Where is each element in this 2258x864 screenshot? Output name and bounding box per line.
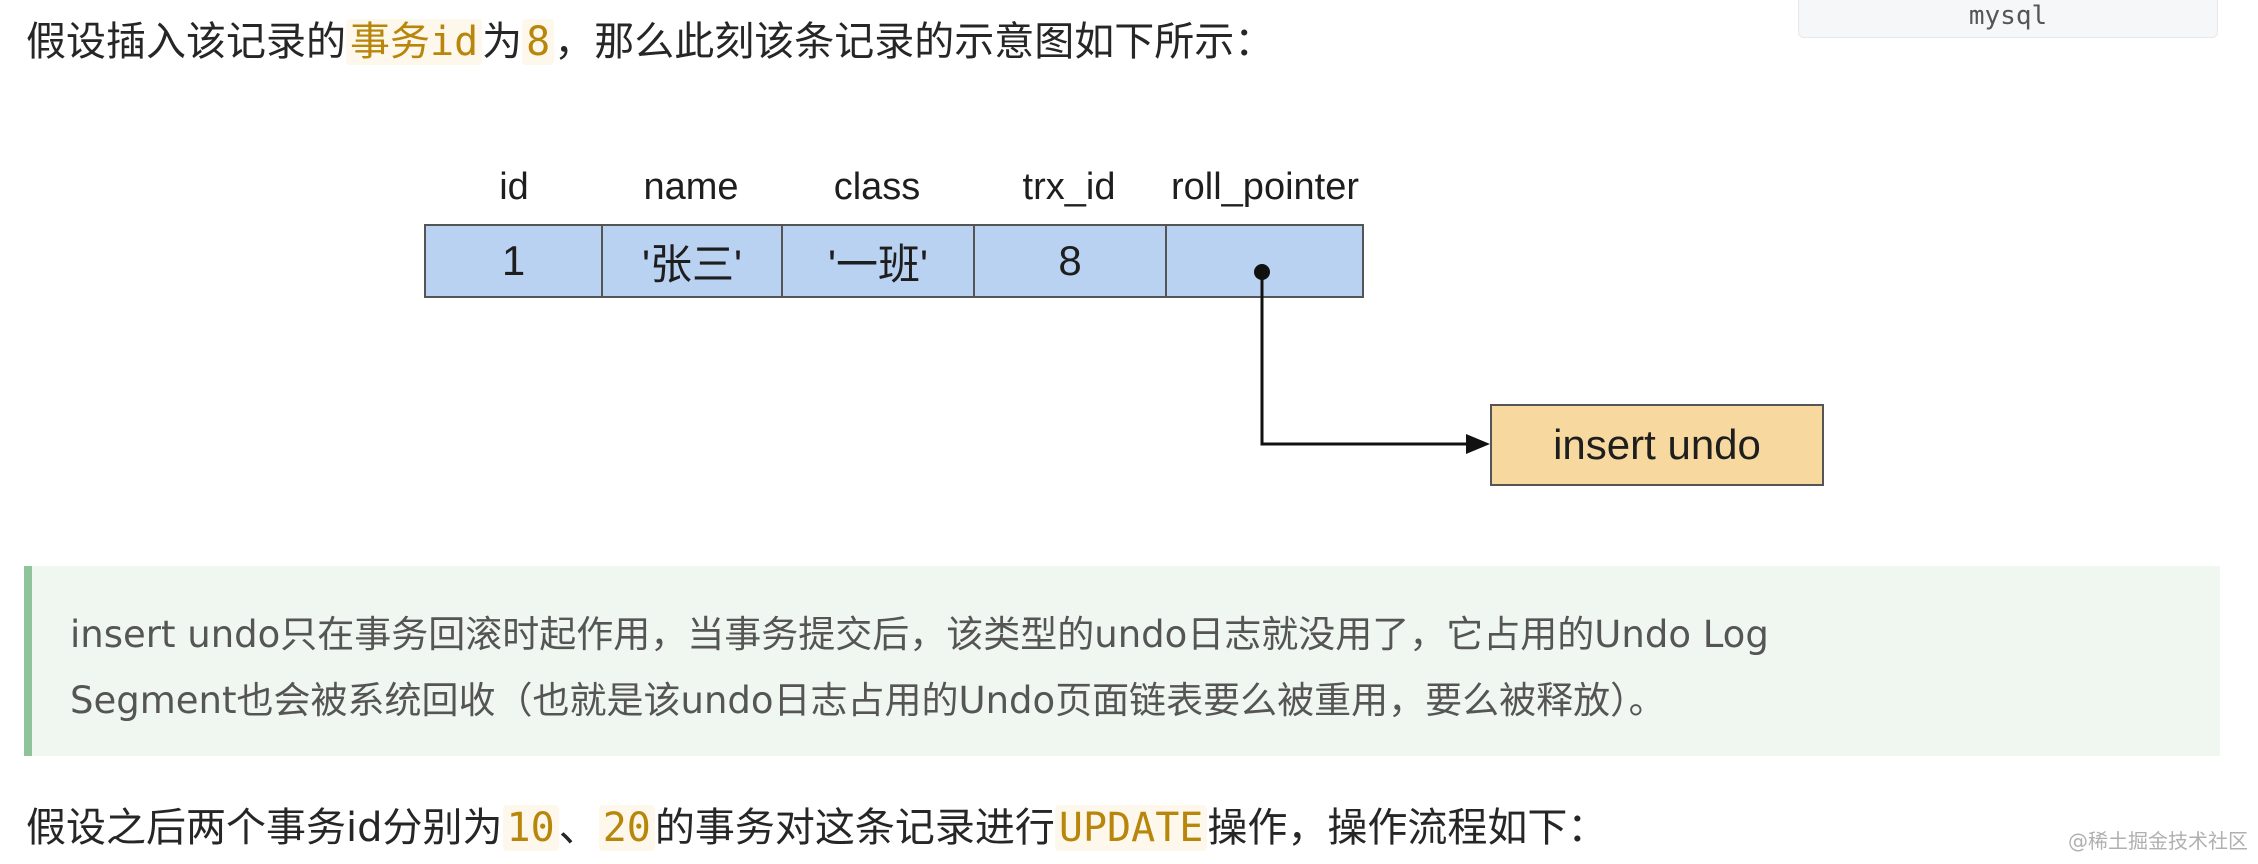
cell-id: 1: [424, 224, 603, 298]
cell-class: '一班': [781, 224, 975, 298]
inline-code-trx-10: 10: [502, 805, 559, 851]
outro-text-after: 操作，操作流程如下：: [1207, 805, 1608, 851]
intro-text-after: ，那么此刻该条记录的示意图如下所示：: [554, 19, 1275, 65]
note-line-1: insert undo只在事务回滚时起作用，当事务提交后，该类型的undo日志就…: [70, 613, 1769, 656]
intro-text-middle: 为: [482, 19, 523, 65]
note-line-2: Segment也会被系统回收（也就是该undo日志占用的Undo页面链表要么被重…: [70, 679, 1666, 722]
cell-name: '张三': [601, 224, 783, 298]
watermark: @稀土掘金技术社区: [2068, 829, 2248, 853]
arrowhead-icon: [1466, 434, 1490, 454]
roll-pointer-arrow: [1254, 264, 1490, 454]
column-header-class: class: [833, 166, 921, 208]
cell-trx-id: 8: [973, 224, 1167, 298]
outro-text-middle: 的事务对这条记录进行: [654, 805, 1055, 851]
outro-text-before: 假设之后两个事务id分别为: [26, 805, 503, 851]
inline-code-value: 8: [522, 19, 555, 65]
column-header-roll-pointer: roll_pointer: [1171, 166, 1359, 208]
inline-code-trx-20: 20: [598, 805, 655, 851]
note-block: insert undo只在事务回滚时起作用，当事务提交后，该类型的undo日志就…: [24, 566, 2220, 756]
outro-separator: 、: [558, 805, 599, 851]
pointer-line: [1260, 272, 1472, 446]
column-header-trx-id: trx_id: [1022, 166, 1116, 208]
column-header-name: name: [643, 166, 739, 208]
code-language-tag: mysql: [1798, 0, 2218, 38]
insert-undo-box: insert undo: [1490, 404, 1824, 486]
inline-code-update: UPDATE: [1054, 805, 1208, 851]
column-header-id: id: [499, 166, 529, 208]
cell-roll-pointer: [1165, 224, 1364, 298]
intro-text-before: 假设插入该记录的: [26, 19, 346, 65]
inline-code-trx-id: 事务id: [346, 19, 483, 65]
record-diagram: id name class trx_id roll_pointer 1 '张三'…: [424, 166, 1824, 486]
